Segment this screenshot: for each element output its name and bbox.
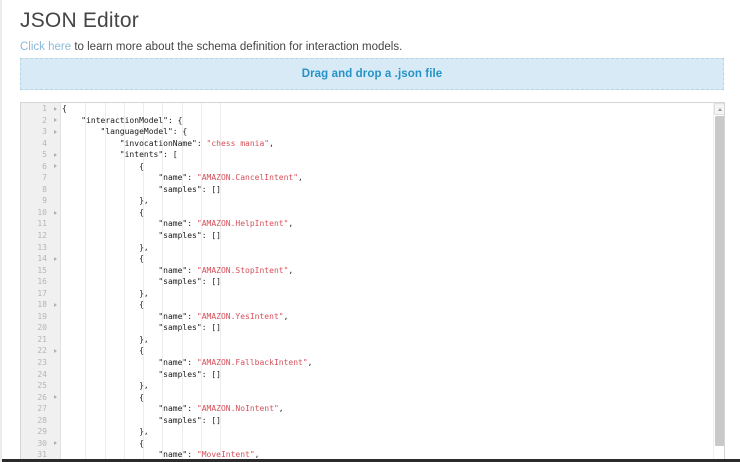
- code-line[interactable]: "name": "AMAZON.NoIntent",: [158, 404, 284, 414]
- fold-toggle-icon[interactable]: [54, 441, 57, 446]
- dropzone-label: Drag and drop a .json file: [301, 68, 443, 80]
- gutter-line-number: 27: [37, 404, 47, 414]
- gutter-line-number: 22: [21, 345, 60, 357]
- gutter-line-number: 19: [37, 311, 47, 321]
- code-line[interactable]: "samples": []: [158, 369, 221, 379]
- gutter-line-number: 29: [37, 427, 47, 437]
- gutter-line-number: 13: [37, 242, 47, 252]
- code-line[interactable]: "samples": []: [158, 277, 221, 287]
- code-line[interactable]: "samples": []: [158, 184, 221, 194]
- code-line[interactable]: "invocationName": "chess mania",: [119, 138, 274, 148]
- gutter-line-number: 6: [21, 161, 60, 173]
- fold-toggle-icon[interactable]: [54, 302, 57, 307]
- gutter-line-number: 23: [37, 358, 47, 368]
- fold-toggle-icon[interactable]: [54, 164, 57, 169]
- fold-toggle-icon[interactable]: [54, 106, 57, 111]
- gutter-line-number: 1: [21, 103, 60, 115]
- gutter-line-number: 31: [37, 450, 47, 460]
- code-line[interactable]: {: [139, 438, 144, 448]
- editor-vertical-scrollbar[interactable]: [713, 103, 724, 462]
- gutter-line-number: 14: [21, 253, 60, 265]
- code-line[interactable]: "name": "AMAZON.FallbackIntent",: [158, 358, 313, 368]
- gutter-line-number: 3: [21, 126, 60, 138]
- code-line[interactable]: "name": "MoveIntent",: [158, 450, 260, 460]
- page-subtitle: Click here to learn more about the schem…: [20, 40, 740, 55]
- gutter-line-number: 11: [37, 219, 47, 229]
- gutter-line-number: 5: [21, 149, 60, 161]
- page-title: JSON Editor: [20, 9, 139, 32]
- code-line[interactable]: {: [139, 207, 144, 217]
- gutter-line-number: 10: [21, 207, 60, 219]
- code-line[interactable]: },: [139, 196, 149, 206]
- gutter-line-number: 20: [37, 323, 47, 333]
- gutter-line-number: 9: [42, 196, 47, 206]
- gutter-line-number: 15: [37, 265, 47, 275]
- code-line[interactable]: "samples": []: [158, 415, 221, 425]
- code-line[interactable]: {: [139, 254, 144, 264]
- code-line[interactable]: },: [139, 381, 149, 391]
- scrollbar-thumb[interactable]: [715, 116, 724, 446]
- gutter-line-number: 18: [21, 299, 60, 311]
- code-line[interactable]: "intents": [: [119, 150, 178, 160]
- code-line[interactable]: {: [139, 392, 144, 402]
- code-line[interactable]: "languageModel": {: [100, 127, 188, 137]
- code-line[interactable]: "interactionModel": {: [81, 115, 183, 125]
- code-line[interactable]: {: [139, 346, 144, 356]
- code-line[interactable]: },: [139, 427, 149, 437]
- fold-toggle-icon[interactable]: [54, 256, 57, 261]
- editor-code-area[interactable]: { "interactionModel": { "languageModel":…: [62, 103, 724, 462]
- schema-definition-link[interactable]: Click here: [20, 41, 72, 53]
- code-line[interactable]: "name": "AMAZON.StopIntent",: [158, 265, 294, 275]
- code-line[interactable]: },: [139, 242, 149, 252]
- code-line[interactable]: "name": "AMAZON.HelpIntent",: [158, 219, 294, 229]
- code-line[interactable]: "name": "AMAZON.CancelIntent",: [158, 173, 303, 183]
- code-line[interactable]: },: [139, 288, 149, 298]
- json-file-dropzone[interactable]: Drag and drop a .json file: [20, 58, 724, 90]
- gutter-line-number: 7: [42, 173, 47, 183]
- gutter-line-number: 28: [37, 415, 47, 425]
- code-line[interactable]: {: [139, 300, 144, 310]
- code-line[interactable]: "name": "AMAZON.YesIntent",: [158, 311, 289, 321]
- gutter-line-number: 21: [37, 334, 47, 344]
- fold-toggle-icon[interactable]: [54, 129, 57, 134]
- code-line[interactable]: "samples": []: [158, 323, 221, 333]
- page-subtitle-text: to learn more about the schema definitio…: [71, 41, 403, 53]
- gutter-line-number: 26: [21, 392, 60, 404]
- gutter-line-number: 30: [21, 438, 60, 450]
- fold-toggle-icon[interactable]: [54, 349, 57, 354]
- gutter-line-number: 25: [37, 381, 47, 391]
- fold-toggle-icon[interactable]: [54, 118, 57, 123]
- code-line[interactable]: {: [139, 161, 144, 171]
- gutter-line-number: 2: [21, 115, 60, 127]
- gutter-line-number: 16: [37, 277, 47, 287]
- gutter-line-number: 17: [37, 288, 47, 298]
- fold-toggle-icon[interactable]: [54, 152, 57, 157]
- gutter-line-number: 8: [42, 184, 47, 194]
- code-line[interactable]: {: [62, 104, 67, 113]
- code-line[interactable]: "samples": []: [158, 231, 221, 241]
- page-bottom-edge: [2, 459, 740, 462]
- gutter-line-number: 4: [42, 138, 47, 148]
- gutter-line-number: 12: [37, 231, 47, 241]
- chevron-up-icon[interactable]: [714, 103, 724, 115]
- code-line[interactable]: },: [139, 334, 149, 344]
- gutter-line-number: 24: [37, 369, 47, 379]
- fold-toggle-icon[interactable]: [54, 210, 57, 215]
- fold-toggle-icon[interactable]: [54, 395, 57, 400]
